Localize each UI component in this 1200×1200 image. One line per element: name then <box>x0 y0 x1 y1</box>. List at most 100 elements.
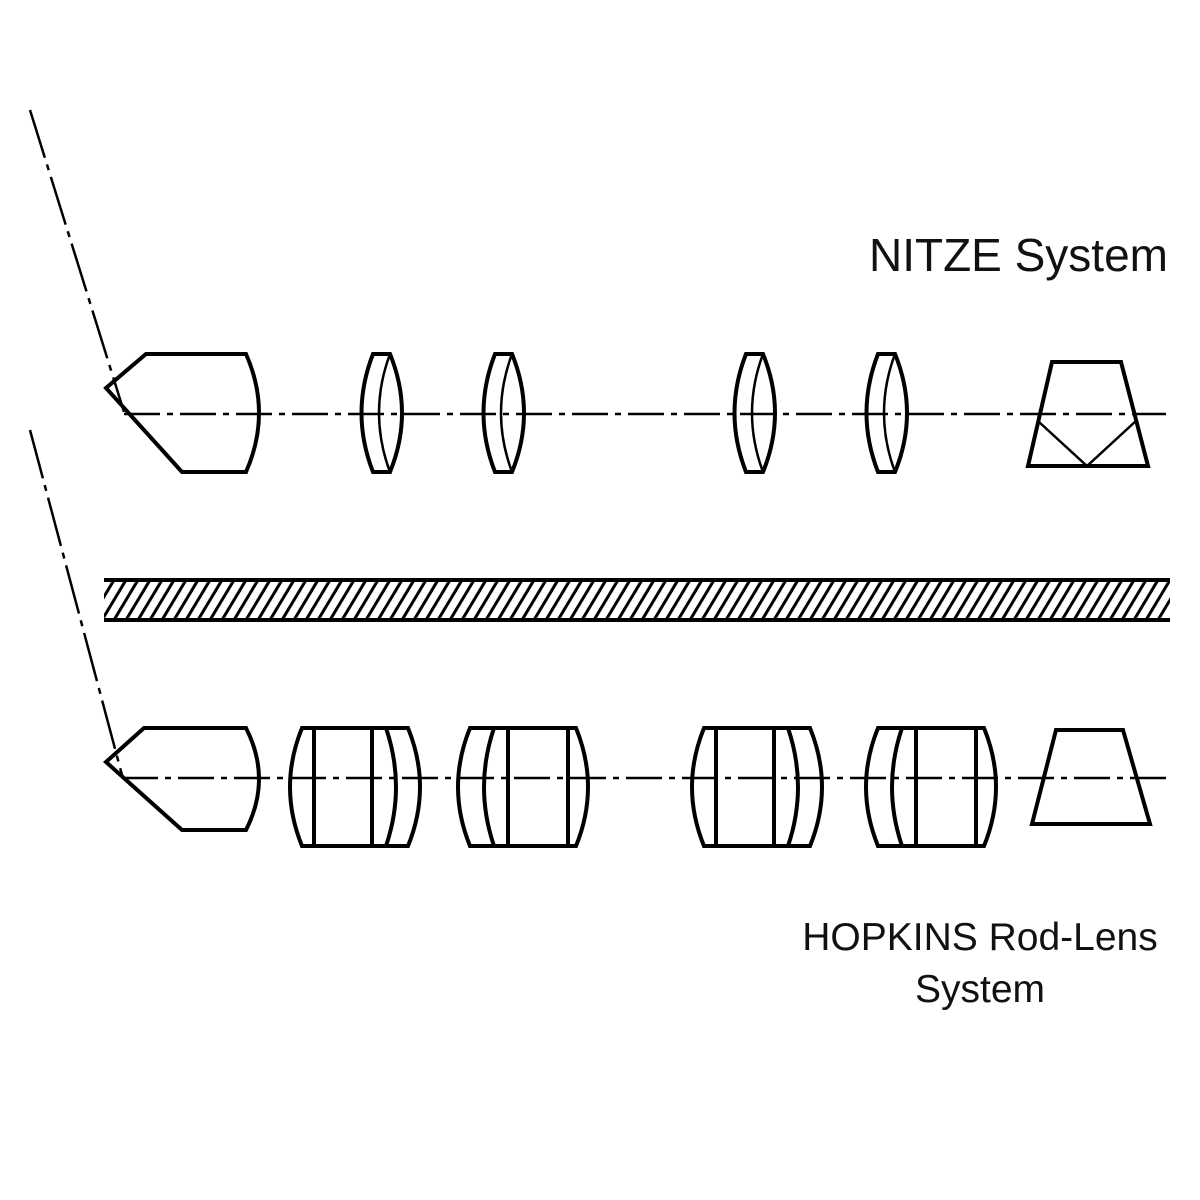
hatch-line <box>365 582 391 618</box>
hatch-line <box>989 582 1015 618</box>
hatch-line <box>569 582 595 618</box>
hatch-line <box>857 582 883 618</box>
hatch-line <box>653 582 679 618</box>
hatch-line <box>485 582 511 618</box>
hopkins-rod-lens-1 <box>288 726 422 848</box>
hatch-line <box>197 582 223 618</box>
hopkins-rod-lens-2 <box>456 726 590 848</box>
hatch-line <box>761 582 787 618</box>
hatch-line <box>1049 582 1075 618</box>
hatch-line <box>893 582 919 618</box>
hatch-line <box>1133 582 1159 618</box>
hatch-line <box>677 582 703 618</box>
hatch-line <box>185 582 211 618</box>
hatch-line <box>209 582 235 618</box>
hatch-line <box>821 582 847 618</box>
hatch-line <box>965 582 991 618</box>
hatch-line <box>1097 582 1123 618</box>
hatch-line <box>281 582 307 618</box>
hatch-line <box>125 582 151 618</box>
hatch-line <box>233 582 259 618</box>
hatch-line <box>341 582 367 618</box>
hatch-line <box>257 582 283 618</box>
hatch-line <box>581 582 607 618</box>
hatch-line <box>389 582 415 618</box>
hatch-line <box>629 582 655 618</box>
nitze-lens-3 <box>732 352 777 474</box>
hatch-line <box>1109 582 1135 618</box>
hatch-line <box>917 582 943 618</box>
hopkins-objective-prism <box>103 726 261 832</box>
hatch-line <box>605 582 631 618</box>
hatch-line <box>509 582 535 618</box>
nitze-incoming-ray <box>28 109 126 413</box>
hatch-line <box>713 582 739 618</box>
endoscope-shaft <box>104 578 1200 622</box>
hatch-line <box>953 582 979 618</box>
hatch-line <box>689 582 715 618</box>
hatch-line <box>104 582 115 600</box>
hopkins-prism-facet <box>105 761 125 779</box>
hatch-line <box>1169 617 1170 618</box>
nitze-prism-facet <box>105 387 131 415</box>
hatch-line <box>377 582 403 618</box>
nitze-lens-2 <box>481 352 526 474</box>
hatch-line <box>137 582 163 618</box>
hopkins-system-label: HOPKINS Rod-Lens System <box>790 912 1170 1016</box>
hatch-line <box>929 582 955 618</box>
hatch-line <box>449 582 475 618</box>
hatch-line <box>221 582 247 618</box>
hatch-line <box>881 582 907 618</box>
hatch-line <box>401 582 427 618</box>
hatch-line <box>161 582 187 618</box>
hopkins-label-line-2: System <box>914 968 1046 1011</box>
hatch-line <box>869 582 895 618</box>
hatch-line <box>1157 597 1170 618</box>
hatch-line <box>1073 582 1099 618</box>
hatch-line <box>773 582 799 618</box>
hatch-line <box>104 582 127 618</box>
nitze-system-label: NITZE System <box>868 229 1168 281</box>
hopkins-eyepiece-prism <box>1029 728 1153 826</box>
hatch-line <box>425 582 451 618</box>
hatch-line <box>641 582 667 618</box>
hatch-line <box>905 582 931 618</box>
hatch-line <box>701 582 727 618</box>
hatch-line <box>1145 582 1170 618</box>
hatch-line <box>809 582 835 618</box>
hatch-line <box>557 582 583 618</box>
hatch-line <box>977 582 1003 618</box>
hopkins-label-line-1: HOPKINS Rod-Lens <box>802 916 1158 959</box>
hatch-line <box>1194 580 1200 620</box>
hatch-line <box>1001 582 1027 618</box>
hatch-line <box>545 582 571 618</box>
nitze-lens-4 <box>864 352 909 474</box>
hatch-line <box>293 582 319 618</box>
hatch-line <box>941 582 967 618</box>
hatch-line <box>665 582 691 618</box>
nitze-lens-1 <box>359 352 404 474</box>
hatch-line <box>497 582 523 618</box>
hatch-line <box>1037 582 1063 618</box>
hatch-line <box>1013 582 1039 618</box>
hatch-line <box>305 582 331 618</box>
hatch-line <box>245 582 271 618</box>
hatch-line <box>845 582 871 618</box>
hatch-line <box>1085 582 1111 618</box>
hatch-line <box>1182 580 1200 620</box>
hatch-line <box>437 582 463 618</box>
hatch-line <box>833 582 859 618</box>
nitze-system <box>28 109 1166 474</box>
hatch-line <box>725 582 751 618</box>
nitze-objective-prism <box>103 352 261 474</box>
hatch-line <box>749 582 775 618</box>
hatch-line <box>113 582 139 618</box>
hatch-line <box>413 582 439 618</box>
nitze-eyepiece-prism <box>1025 360 1151 468</box>
hopkins-incoming-ray <box>28 429 124 776</box>
hopkins-rod-lens-3 <box>690 726 824 848</box>
hatch-line <box>593 582 619 618</box>
hatch-line <box>269 582 295 618</box>
hatch-line <box>317 582 343 618</box>
